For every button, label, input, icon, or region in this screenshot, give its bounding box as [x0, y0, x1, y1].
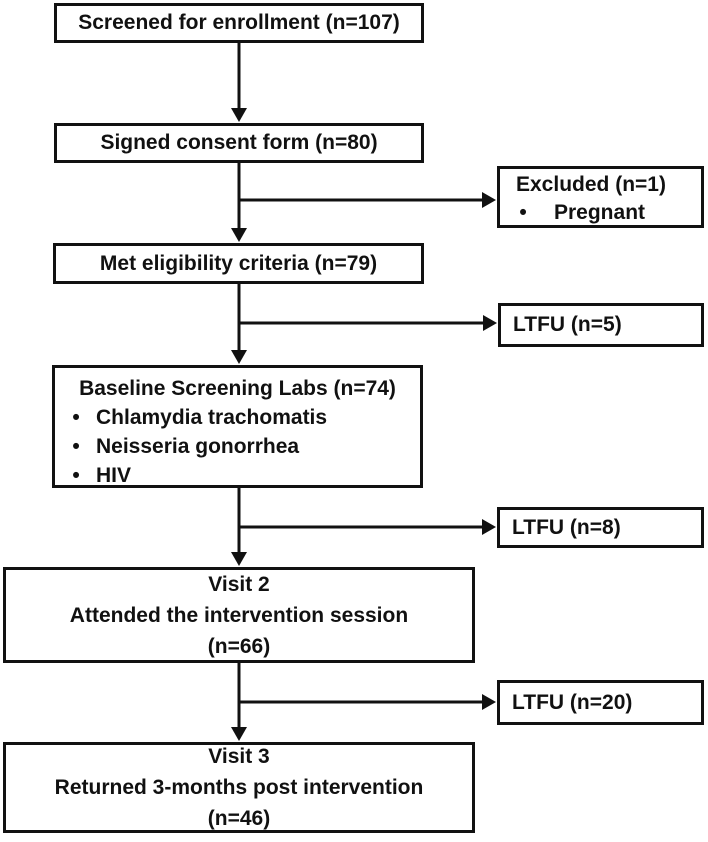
box-ltfu-n5: LTFU (n=5): [498, 303, 704, 347]
box-label: Signed consent form (n=80): [100, 131, 378, 155]
excluded-reason-item: • Pregnant: [508, 198, 693, 227]
bullet-icon: •: [72, 406, 80, 429]
arrow-down-icon: [231, 350, 247, 364]
box-visit-3: Visit 3 Returned 3-months post intervent…: [3, 742, 475, 833]
box-subtitle: Attended the intervention session: [69, 603, 409, 627]
arrow-down-icon: [231, 727, 247, 741]
arrow-right-icon: [482, 694, 496, 710]
bullet-icon: •: [72, 464, 80, 487]
box-met-eligibility: Met eligibility criteria (n=79): [53, 243, 424, 284]
arrow-right-icon: [482, 519, 496, 535]
box-label: Met eligibility criteria (n=79): [99, 251, 378, 275]
box-signed-consent: Signed consent form (n=80): [54, 123, 424, 163]
box-baseline-screening-labs: Baseline Screening Labs (n=74) • Chlamyd…: [52, 365, 423, 488]
arrow-down-icon: [231, 552, 247, 566]
arrow-down-icon: [231, 108, 247, 122]
box-ltfu-n20: LTFU (n=20): [497, 680, 704, 725]
box-label: LTFU (n=8): [512, 515, 621, 539]
arrow-right-icon: [482, 192, 496, 208]
excluded-reason-label: Pregnant: [554, 201, 646, 224]
box-title: Excluded (n=1): [516, 173, 666, 196]
arrow-down-icon: [231, 228, 247, 242]
box-ltfu-n8: LTFU (n=8): [497, 507, 704, 548]
box-label: LTFU (n=5): [513, 313, 622, 337]
baseline-lab-label: Chlamydia trachomatis: [96, 406, 328, 429]
box-title: Visit 3: [208, 745, 270, 768]
bullet-icon: •: [72, 435, 80, 458]
box-screened-for-enrollment: Screened for enrollment (n=107): [54, 3, 424, 43]
baseline-lab-label: Neisseria gonorrhea: [96, 435, 300, 458]
bullet-icon: •: [519, 201, 527, 224]
box-subtitle: Returned 3-months post intervention: [54, 776, 424, 799]
box-visit-2: Visit 2 Attended the intervention sessio…: [3, 567, 475, 663]
baseline-lab-item: • HIV: [63, 461, 412, 490]
box-title: Visit 2: [208, 572, 270, 596]
box-label: Screened for enrollment (n=107): [78, 11, 400, 35]
baseline-lab-label: HIV: [96, 464, 132, 487]
box-count: (n=66): [207, 634, 271, 658]
box-excluded: Excluded (n=1) • Pregnant: [497, 166, 704, 228]
box-label: LTFU (n=20): [512, 690, 633, 714]
box-count: (n=46): [207, 807, 271, 830]
arrow-right-icon: [483, 315, 497, 331]
baseline-lab-item: • Neisseria gonorrhea: [63, 432, 412, 461]
baseline-lab-item: • Chlamydia trachomatis: [63, 403, 412, 432]
box-title: Baseline Screening Labs (n=74): [79, 377, 396, 400]
